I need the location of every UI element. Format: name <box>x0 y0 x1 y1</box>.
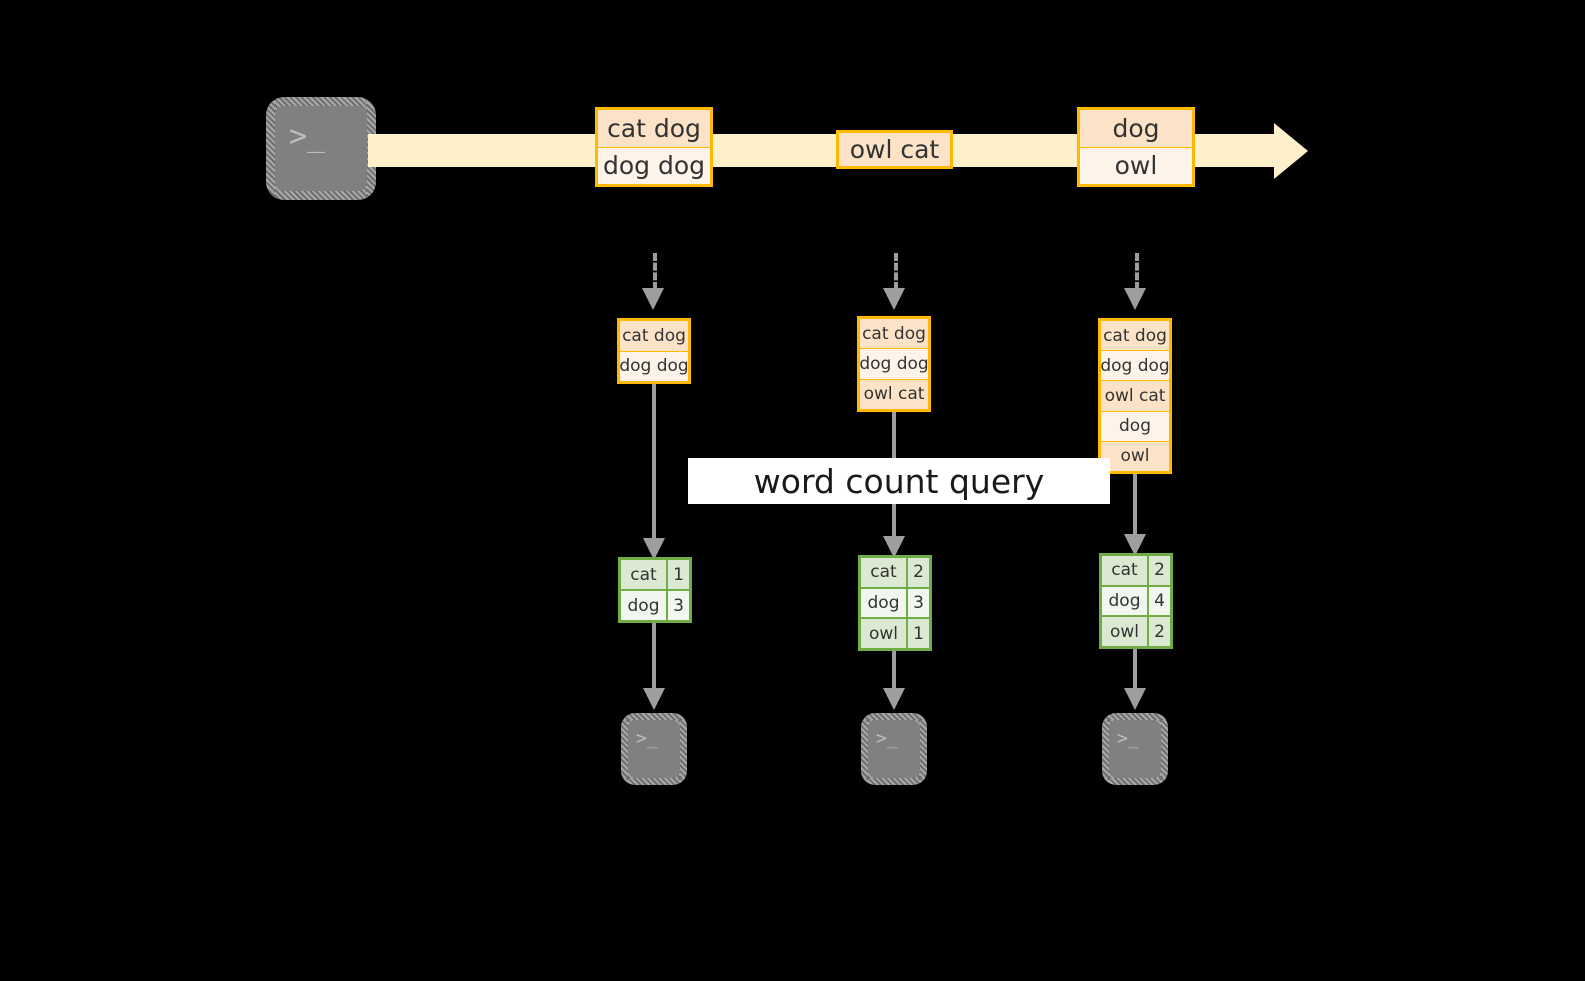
query-banner-label: word count query <box>753 461 1045 501</box>
result-word: owl <box>861 619 908 649</box>
batch-3-input-line: dog dog <box>1100 351 1170 382</box>
table-row: dog 3 <box>621 591 689 620</box>
batch-2-trigger-arrowhead-icon <box>883 288 905 310</box>
stream-event-line: owl <box>1080 147 1192 184</box>
batch-1-input-box: cat dog dog dog <box>617 318 691 384</box>
batch-1-query-line <box>652 384 656 542</box>
result-count: 4 <box>1154 591 1165 611</box>
terminal-prompt-glyph: >_ <box>876 728 898 749</box>
batch-3-input-line: owl <box>1101 441 1169 472</box>
terminal-screen <box>868 720 920 778</box>
batch-3-input-line: owl cat <box>1101 381 1169 412</box>
result-word: cat <box>861 558 908 587</box>
batch-1-sink-arrowhead-icon <box>643 688 665 710</box>
stream-event-line: owl cat <box>839 133 950 166</box>
result-count: 3 <box>673 595 684 616</box>
batch-3-sink-line <box>1133 649 1137 689</box>
batch-3-query-arrowhead-icon <box>1124 534 1146 556</box>
batch-2-trigger-line <box>894 253 898 290</box>
result-count: 2 <box>1154 560 1165 581</box>
stream-arrowhead-icon <box>1274 123 1308 179</box>
table-row: cat 2 <box>1102 556 1170 587</box>
terminal-prompt-glyph: >_ <box>1117 728 1139 749</box>
result-word: owl <box>1102 617 1149 647</box>
batch-1-trigger-arrowhead-icon <box>642 288 664 310</box>
stream-event-box: cat dog dog dog <box>595 107 713 187</box>
source-terminal-icon: >_ <box>266 97 376 200</box>
query-banner: word count query <box>688 458 1110 504</box>
table-row: cat 1 <box>621 560 689 591</box>
batch-3-result-table: cat 2 dog 4 owl 2 <box>1099 553 1173 649</box>
terminal-prompt-glyph: >_ <box>289 119 326 154</box>
batch-2-input-line: cat dog <box>860 319 928 350</box>
table-row: cat 2 <box>861 558 929 589</box>
batch-3-input-box: cat dog dog dog owl cat dog owl <box>1098 318 1172 474</box>
stream-event-box: dog owl <box>1077 107 1195 187</box>
terminal-screen <box>1109 720 1161 778</box>
result-word: dog <box>1102 586 1149 616</box>
table-row: owl 1 <box>861 619 929 649</box>
terminal-screen <box>628 720 680 778</box>
table-row: dog 3 <box>861 588 929 620</box>
result-count: 1 <box>913 623 924 644</box>
batch-3-query-line <box>1133 474 1137 538</box>
batch-2-sink-terminal-icon: >_ <box>861 713 927 785</box>
batch-2-sink-line <box>892 651 896 689</box>
stream-event-line: dog <box>1080 110 1192 148</box>
batch-2-sink-arrowhead-icon <box>883 688 905 710</box>
terminal-screen <box>275 106 367 191</box>
table-row: dog 4 <box>1102 586 1170 618</box>
batch-3-input-line: dog <box>1101 411 1169 442</box>
terminal-prompt-glyph: >_ <box>636 728 658 749</box>
stream-event-line: cat dog <box>598 110 710 148</box>
batch-3-trigger-line <box>1135 253 1139 290</box>
batch-3-sink-terminal-icon: >_ <box>1102 713 1168 785</box>
batch-3-input-line: cat dog <box>1101 321 1169 352</box>
batch-1-query-arrowhead-icon <box>643 538 665 560</box>
result-count: 2 <box>913 562 924 583</box>
stream-event-box: owl cat <box>836 130 953 169</box>
result-word: cat <box>1102 556 1149 585</box>
batch-2-result-table: cat 2 dog 3 owl 1 <box>858 555 932 651</box>
table-row: owl 2 <box>1102 617 1170 647</box>
batch-1-input-line: dog dog <box>619 351 689 381</box>
batch-1-trigger-line <box>653 253 657 290</box>
batch-1-sink-line <box>652 623 656 689</box>
batch-2-query-arrowhead-icon <box>883 536 905 558</box>
batch-2-input-box: cat dog dog dog owl cat <box>857 316 931 412</box>
result-word: cat <box>621 560 668 589</box>
batch-1-input-line: cat dog <box>620 321 688 352</box>
result-word: dog <box>861 588 908 618</box>
batch-1-result-table: cat 1 dog 3 <box>618 557 692 623</box>
batch-2-input-line: owl cat <box>860 379 928 409</box>
batch-2-input-line: dog dog <box>859 349 929 380</box>
result-word: dog <box>621 591 668 620</box>
batch-3-sink-arrowhead-icon <box>1124 688 1146 710</box>
stream-event-line: dog dog <box>598 147 710 184</box>
batch-3-trigger-arrowhead-icon <box>1124 288 1146 310</box>
result-count: 3 <box>913 593 924 613</box>
batch-1-sink-terminal-icon: >_ <box>621 713 687 785</box>
result-count: 2 <box>1154 621 1165 642</box>
result-count: 1 <box>673 564 684 585</box>
